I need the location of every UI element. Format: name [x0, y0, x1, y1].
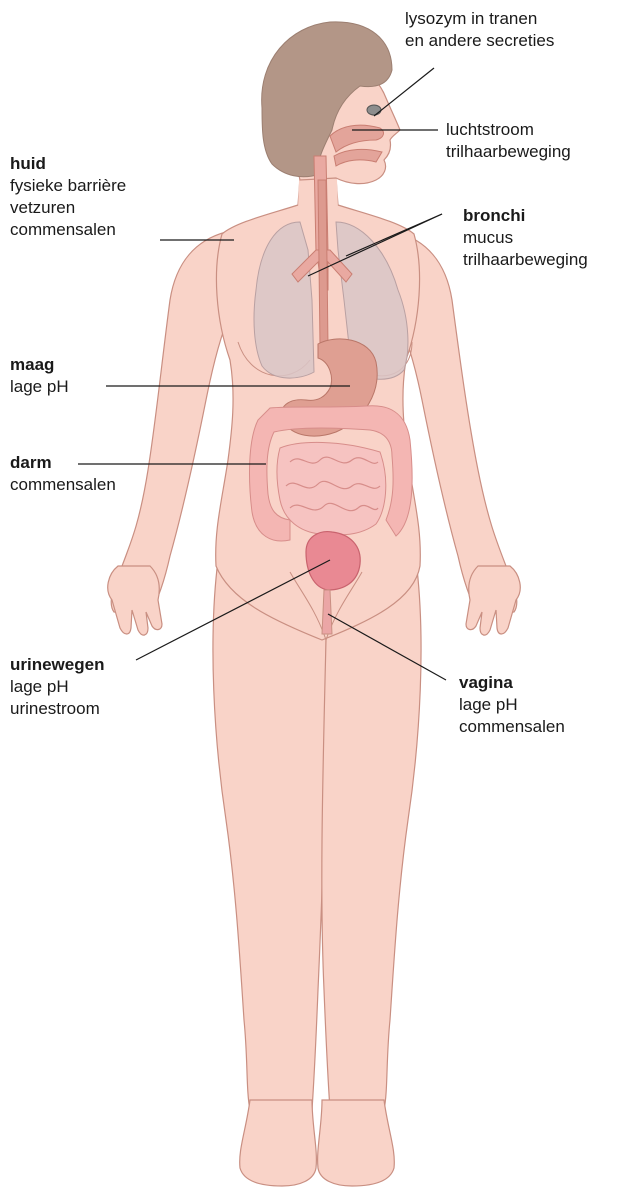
vagina-line-1: lage pH [459, 694, 565, 716]
bladder [306, 532, 360, 590]
right-foot [318, 1100, 395, 1186]
label-vagina: vagina lage pH commensalen [459, 672, 565, 738]
label-gut: darm commensalen [10, 452, 116, 496]
left-hand [108, 566, 162, 635]
skin-line-3: commensalen [10, 219, 126, 241]
urethra-vagina [322, 590, 332, 634]
bronchi-line-2: trilhaarbeweging [463, 249, 588, 271]
left-foot [240, 1100, 317, 1186]
left-leg [213, 560, 326, 1110]
label-skin: huid fysieke barrière vetzuren commensal… [10, 153, 126, 241]
esophagus [318, 180, 328, 346]
urinary-line-1: lage pH [10, 676, 104, 698]
label-stomach: maag lage pH [10, 354, 69, 398]
label-nose: luchtstroom trilhaarbeweging [446, 119, 571, 163]
stomach-line-1: lage pH [10, 376, 69, 398]
skin-title: huid [10, 153, 126, 175]
urinary-line-2: urinestroom [10, 698, 104, 720]
stomach-title: maag [10, 354, 69, 376]
nose-line-1: luchtstroom [446, 119, 571, 141]
label-eye: lysozym in tranen en andere secreties [405, 8, 554, 52]
right-leg [322, 560, 421, 1110]
eye-line-2: en andere secreties [405, 30, 554, 52]
small-intestine [277, 442, 386, 535]
body-silhouette [108, 22, 521, 1186]
vagina-line-2: commensalen [459, 716, 565, 738]
eye-line-1: lysozym in tranen [405, 8, 554, 30]
bronchi-title: bronchi [463, 205, 588, 227]
gut-line-1: commensalen [10, 474, 116, 496]
skin-line-2: vetzuren [10, 197, 126, 219]
bronchi-line-1: mucus [463, 227, 588, 249]
urinary-title: urinewegen [10, 654, 104, 676]
skin-line-1: fysieke barrière [10, 175, 126, 197]
nose-line-2: trilhaarbeweging [446, 141, 571, 163]
eye [367, 105, 381, 115]
gut-title: darm [10, 452, 116, 474]
label-bronchi: bronchi mucus trilhaarbeweging [463, 205, 588, 271]
right-hand [466, 566, 520, 635]
left-arm [111, 232, 232, 614]
vagina-title: vagina [459, 672, 565, 694]
label-urinary: urinewegen lage pH urinestroom [10, 654, 104, 720]
